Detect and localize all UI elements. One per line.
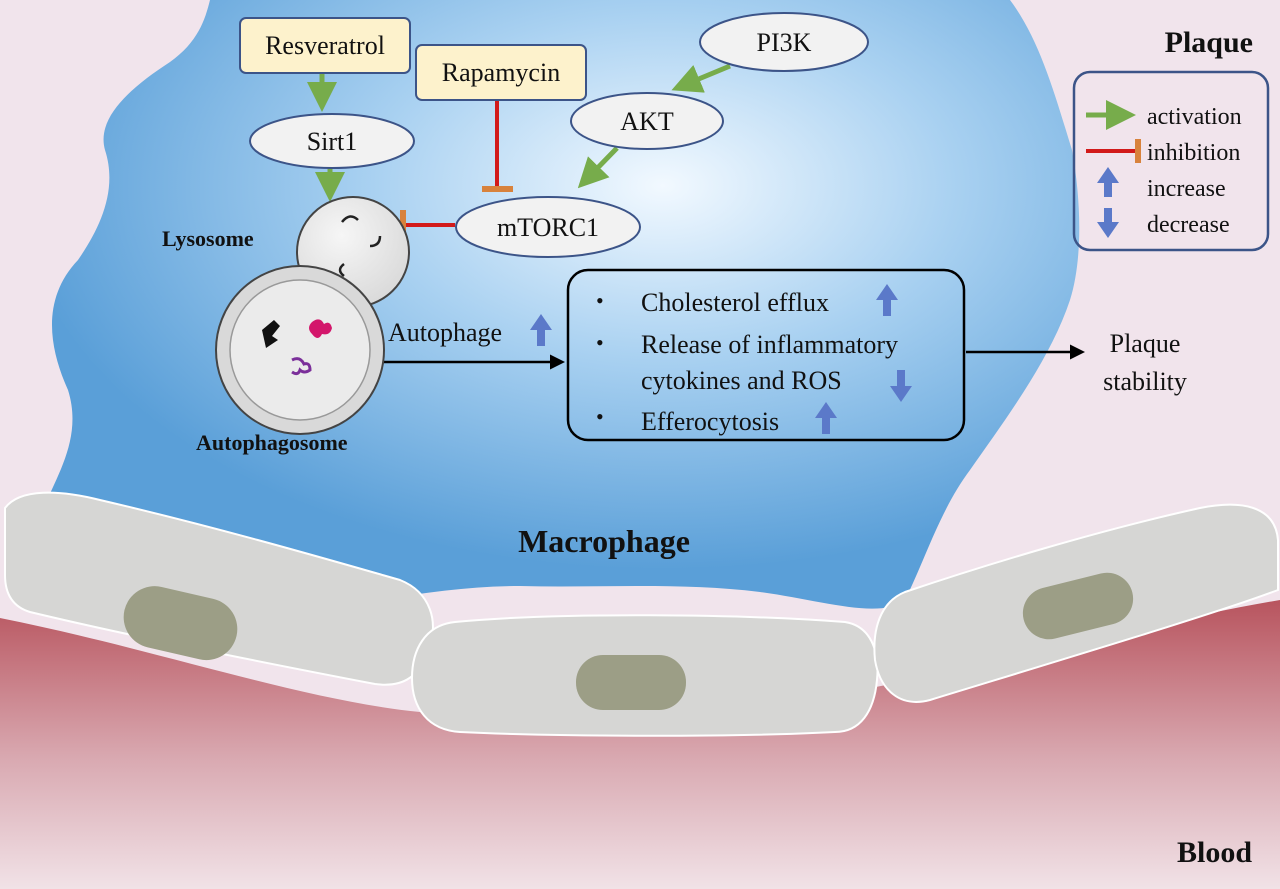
- nucleus-right: [1022, 572, 1134, 640]
- resveratrol-label: Resveratrol: [265, 31, 385, 60]
- lysosome-granule-2: [369, 235, 382, 248]
- resveratrol-box: [239, 17, 411, 74]
- legend: activation inhibition increase decrease: [1072, 70, 1270, 252]
- legend-box: [1072, 70, 1270, 252]
- legend-increase-symbol: [1097, 167, 1119, 197]
- effect-2-decrease-arrow: [890, 370, 912, 402]
- lysosome-granule-3: [338, 263, 345, 277]
- plaque-label: Plaque: [1165, 26, 1253, 59]
- effect-bullet-3: •: [596, 404, 604, 429]
- cargo-purple: [291, 357, 312, 376]
- akt-node: [570, 92, 724, 150]
- lysosome-granule-1: [341, 215, 359, 223]
- legend-increase-label: increase: [1147, 176, 1226, 202]
- legend-inhibition-label: inhibition: [1147, 140, 1240, 166]
- rapamycin-box: [415, 44, 587, 101]
- autophagosome-inner-membrane: [229, 279, 371, 421]
- autophagosome-label: Autophagosome: [196, 430, 348, 455]
- legend-decrease-label: decrease: [1147, 212, 1230, 238]
- autophagosome: [215, 265, 385, 435]
- sirt1-node: [249, 113, 415, 169]
- mtorc1-node: [455, 196, 641, 258]
- mtorc1-label: mTORC1: [497, 213, 599, 242]
- activation-pi3k-akt: [671, 63, 731, 93]
- nucleus-middle: [576, 655, 686, 710]
- activation-akt-mtorc1: [577, 146, 619, 189]
- effect-bullet-2: •: [596, 330, 604, 355]
- blood-label: Blood: [1177, 836, 1252, 869]
- autophage-label: Autophage: [388, 318, 502, 347]
- autophage-increase-arrow: [530, 314, 552, 346]
- pi3k-node: [699, 12, 869, 72]
- nucleus-left: [123, 586, 238, 661]
- effect-release-line1: Release of inflammatory: [641, 330, 898, 359]
- pathway-connections: [307, 63, 1085, 370]
- cargo-black: [262, 320, 280, 348]
- outcome-line1: Plaque: [1110, 329, 1181, 358]
- effect-cholesterol-efflux: Cholesterol efflux: [641, 288, 829, 317]
- endothelium: [4, 491, 1279, 737]
- effect-bullet-1: •: [596, 288, 604, 313]
- lysosome-label: Lysosome: [162, 226, 254, 251]
- macrophage-label: Macrophage: [518, 523, 690, 559]
- outcome-line2: stability: [1103, 367, 1187, 396]
- pi3k-label: PI3K: [757, 28, 812, 57]
- cargo-magenta: [309, 319, 332, 338]
- effect-3-increase-arrow: [815, 402, 837, 434]
- effect-release-line2: cytokines and ROS: [641, 366, 842, 395]
- legend-activation-label: activation: [1147, 104, 1242, 130]
- rapamycin-label: Rapamycin: [442, 58, 560, 87]
- legend-decrease-symbol: [1097, 208, 1119, 238]
- effect-1-increase-arrow: [876, 284, 898, 316]
- akt-label: AKT: [620, 107, 674, 136]
- effects-box: [566, 268, 966, 442]
- sirt1-label: Sirt1: [307, 127, 358, 156]
- effect-efferocytosis: Efferocytosis: [641, 407, 779, 436]
